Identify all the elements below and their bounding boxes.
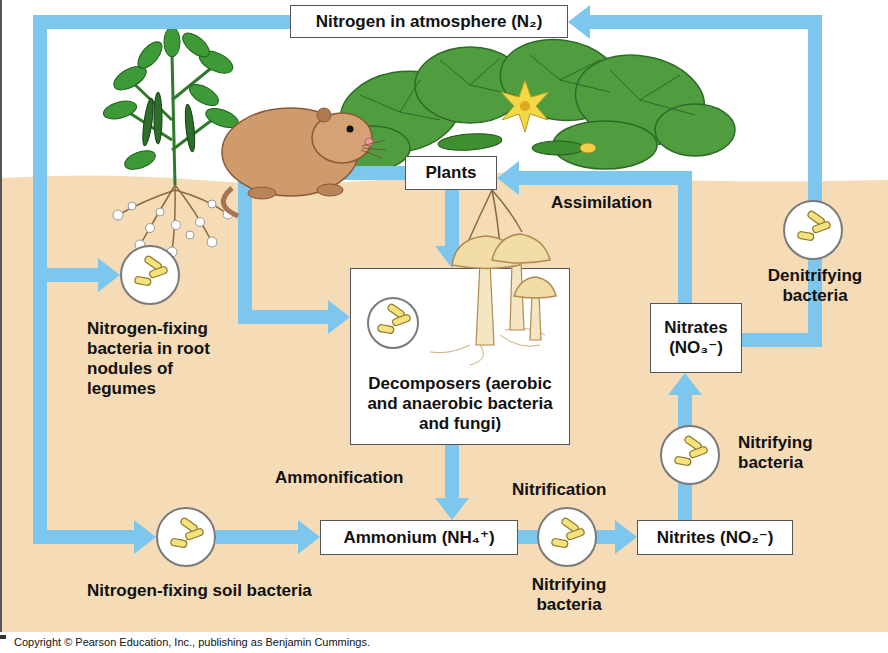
arrow-head xyxy=(298,520,320,554)
arrow-head xyxy=(98,258,120,292)
gopher xyxy=(222,108,386,216)
arrow-line xyxy=(216,530,299,544)
box-label: Ammonium (NH₄⁺) xyxy=(343,528,494,548)
footer-mark xyxy=(0,635,6,639)
flow-arrow xyxy=(435,190,469,268)
bacteria-label: Nitrifying bacteria xyxy=(738,433,838,473)
nitrites-box: Nitrites (NO₂⁻) xyxy=(637,520,793,555)
arrow-head xyxy=(134,520,156,554)
nitrates-box: Nitrates (NO₃⁻) xyxy=(650,303,742,373)
arrow-line xyxy=(40,22,290,275)
arrow-line xyxy=(40,22,290,537)
arrow-head xyxy=(435,498,469,520)
box-label: Nitrogen in atmosphere (N₂) xyxy=(316,12,543,32)
bacteria-circle: Denitrifying bacteria xyxy=(783,200,843,260)
arrow-line xyxy=(589,22,815,340)
arrow-head xyxy=(328,300,350,334)
flow-arrow xyxy=(435,445,469,520)
flow-arrow xyxy=(40,22,290,554)
plants-box: Plants xyxy=(405,156,497,190)
arrow-head xyxy=(615,520,637,554)
squash-plant xyxy=(334,32,735,248)
arrow-line xyxy=(445,190,459,247)
box-label: Nitrates (NO₃⁻) xyxy=(655,318,737,358)
box-label: Decomposers (aerobic and anaerobic bacte… xyxy=(359,374,561,434)
bacteria-label: Nitrogen-fixing soil bacteria xyxy=(87,581,387,601)
flow-arrow xyxy=(216,520,320,554)
arrow-head xyxy=(668,373,702,395)
atmosphere-box: Nitrogen in atmosphere (N₂) xyxy=(290,5,568,38)
soil xyxy=(0,172,888,632)
bacteria-icons xyxy=(134,210,831,548)
box-label: Plants xyxy=(425,163,476,183)
footer-strip xyxy=(0,632,888,653)
legume-plant xyxy=(102,27,241,257)
arrow-head xyxy=(497,161,519,195)
box-label: Nitrites (NO₂⁻) xyxy=(657,528,774,548)
process-label: Ammonification xyxy=(275,468,403,488)
ammonium-box: Ammonium (NH₄⁺) xyxy=(320,520,518,555)
bacteria-label: Nitrogen-fixing bacteria in root nodules… xyxy=(87,319,232,399)
frame-edge xyxy=(0,0,2,632)
bacteria-circle: Nitrifying bacteria xyxy=(537,507,597,567)
copyright-note: Copyright © Pearson Education, Inc., pub… xyxy=(14,636,370,648)
bacteria-label: Denitrifying bacteria xyxy=(760,266,870,306)
arrow-head xyxy=(435,246,469,268)
bacteria-circle: Nitrogen-fixing bacteria in root nodules… xyxy=(120,245,180,305)
decomposers-box: Decomposers (aerobic and anaerobic bacte… xyxy=(350,268,570,445)
bacteria-label: Nitrifying bacteria xyxy=(514,575,624,615)
process-label: Assimilation xyxy=(551,193,652,213)
arrow-line xyxy=(445,445,459,499)
arrow-head xyxy=(568,5,590,39)
process-label: Nitrification xyxy=(512,480,606,500)
bacteria-circle: Nitrogen-fixing soil bacteria xyxy=(156,507,216,567)
flow-arrow xyxy=(568,5,815,340)
bacteria-circle: Nitrifying bacteria xyxy=(660,425,720,485)
